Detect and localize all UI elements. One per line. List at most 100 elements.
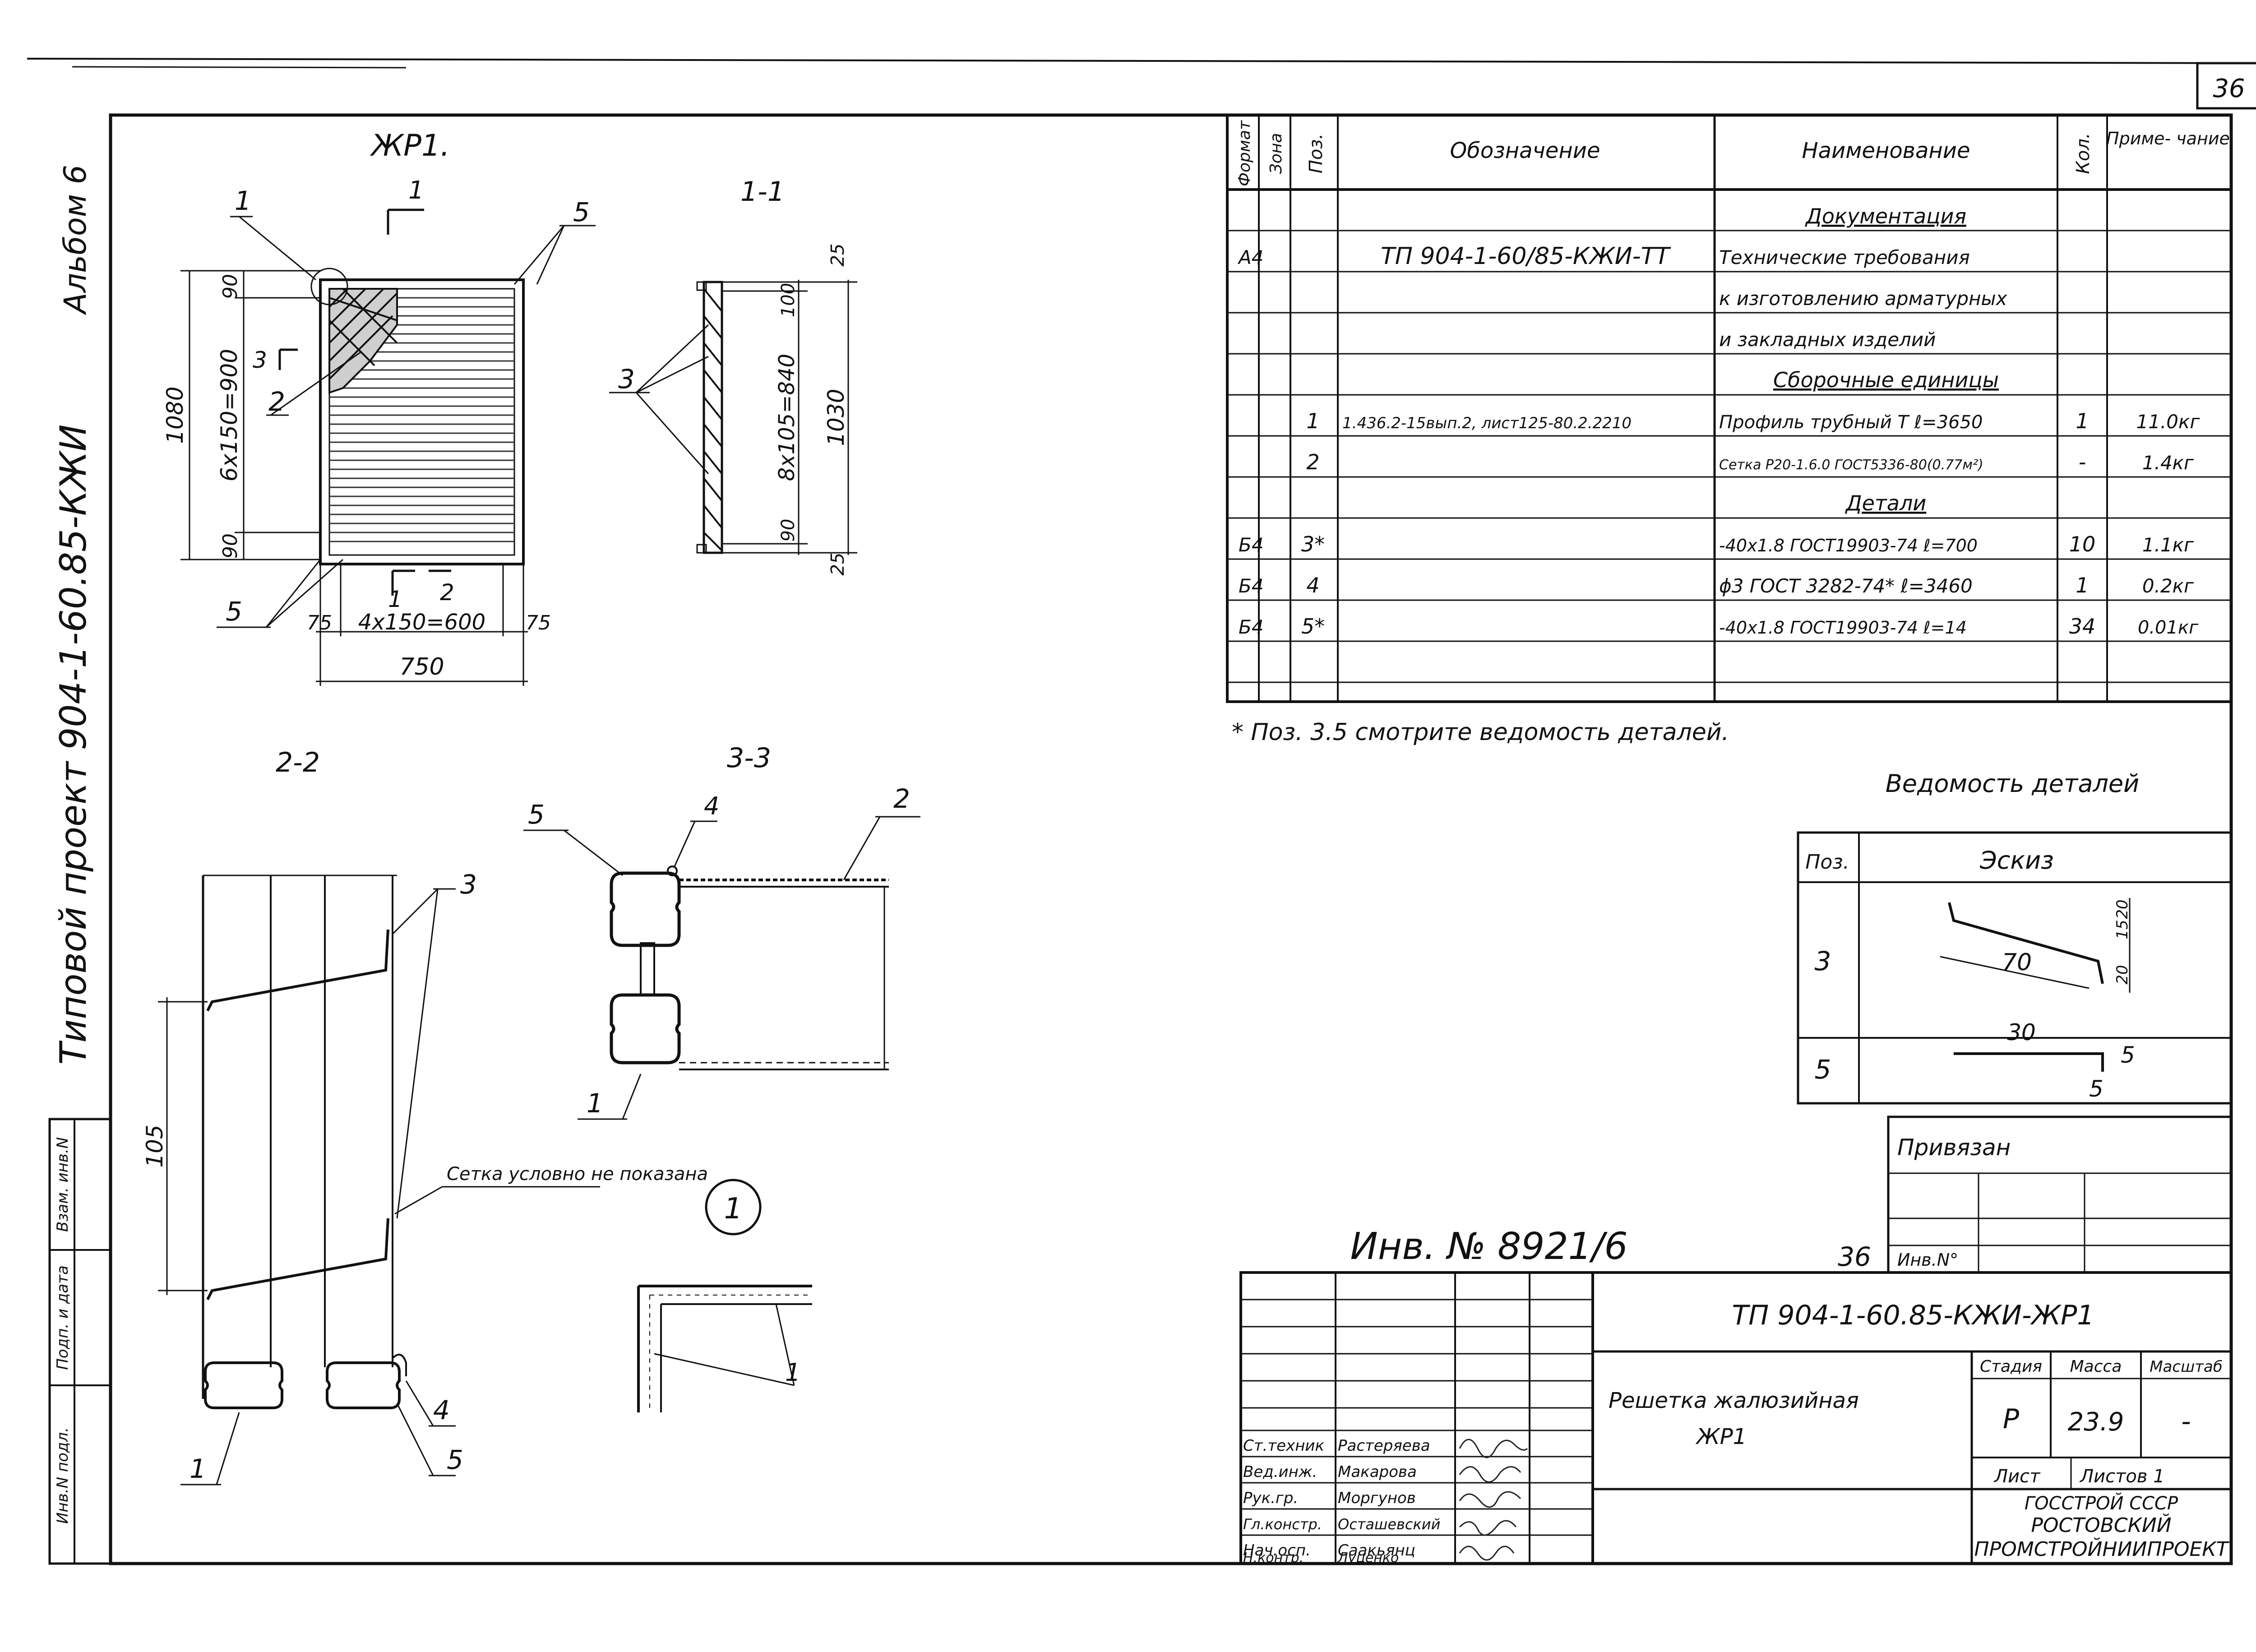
row-5-qty: 1: [2076, 409, 2089, 433]
dim-bottom-90: 90: [219, 533, 242, 559]
callout-front-5-bot: 5: [226, 596, 242, 627]
details-row-5-pos: 5: [1815, 1054, 1831, 1085]
stamp-sign-label: Подп. и дата: [54, 1265, 72, 1370]
staff-name-2: Макарова: [1338, 1463, 1417, 1481]
mesh-note: Сетка условно не показана: [447, 1164, 708, 1185]
dim-total-h: 1080: [162, 386, 188, 444]
row-6-note: 1.4кг: [2142, 452, 2194, 474]
callout-front-5-top: 5: [573, 197, 590, 227]
header-note: Приме- чание: [2106, 129, 2230, 148]
row-6-qty: -: [2079, 450, 2086, 474]
row-9-format: Б4: [1239, 575, 1264, 597]
row-7-name: Детали: [1845, 491, 1927, 515]
row-8-qty: 10: [2069, 532, 2096, 556]
mass-label: Масса: [2070, 1357, 2122, 1376]
callout-sec22-4: 4: [433, 1395, 450, 1425]
detail-1-number: 1: [724, 1192, 743, 1226]
staff-role-4: Гл.констр.: [1243, 1516, 1322, 1533]
detail-1-callout: 1: [785, 1358, 800, 1387]
row-9-note: 0.2кг: [2142, 575, 2194, 597]
row-10-name: -40x1.8 ГОСТ19903-74 ℓ=14: [1719, 618, 1967, 638]
staff-role-6: Н.контр.: [1243, 1550, 1304, 1566]
row-5-note: 11.0кг: [2136, 411, 2201, 433]
dim-grid-v: 6x150=900: [216, 349, 242, 481]
album-label: Альбом 6: [58, 165, 93, 315]
staff-name-3: Моргунов: [1338, 1489, 1416, 1507]
row-2-name: к изготовлению арматурных: [1719, 287, 2008, 310]
staff-role-1: Ст.техник: [1243, 1437, 1325, 1455]
row-6-name: Сетка Р20-1.6.0 ГОСТ5336-80(0.77м²): [1719, 457, 1983, 473]
sketch5-dim-5a: 5: [2121, 1042, 2135, 1068]
org-line-1: ГОССТРОЙ СССР: [2025, 1492, 2178, 1514]
header-qty: Кол.: [2073, 133, 2094, 174]
dim-left-75: 75: [307, 611, 332, 634]
sketch5-dim-30: 30: [2007, 1019, 2036, 1046]
side-stamp: Инв.N подл. Подп. и дата Взам. инв.N: [48, 1118, 112, 1565]
details-title: Ведомость деталей: [1886, 769, 2140, 798]
signatures: [1459, 1439, 1528, 1561]
staff-name-4: Осташевский: [1338, 1516, 1440, 1533]
callout-sec22-5: 5: [447, 1444, 463, 1475]
row-8-name: -40x1.8 ГОСТ19903-74 ℓ=700: [1719, 536, 1978, 555]
section-1-1: 1-1 3 8x105=840 1030 100 90 25 25: [609, 176, 857, 575]
section-mark-3: 3: [253, 347, 267, 373]
mass-value: 23.9: [2068, 1407, 2124, 1437]
dim-total-w: 750: [399, 653, 444, 680]
title-code: ТП 904-1-60.85-КЖИ-ЖР1: [1732, 1300, 2094, 1331]
header-format: Формат: [1235, 120, 1254, 186]
header-designation: Обозначение: [1450, 138, 1600, 163]
staff-name-1: Растеряева: [1338, 1437, 1430, 1455]
spec-footnote: * Поз. 3.5 смотрите ведомость деталей.: [1232, 719, 1729, 746]
row-1-format: А4: [1237, 246, 1263, 268]
dim-grid-h: 4x150=600: [358, 610, 485, 635]
spec-table: Формат Зона Поз. Обозначение Наименовани…: [1226, 114, 2233, 703]
paper-top-edge: [27, 58, 2256, 64]
inventory-number: Инв. № 8921/6: [1350, 1225, 1627, 1268]
item-title: ЖР1.: [370, 128, 450, 163]
staff-role-2: Вед.инж.: [1243, 1463, 1317, 1481]
project-title: Типовой проект 904-1-60.85-КЖИ: [52, 424, 94, 1064]
sheets-label: Листов 1: [2079, 1466, 2165, 1487]
org-line-3: ПРОМСТРОЙНИИПРОЕКТ: [1974, 1537, 2230, 1561]
staff-name-6: Луценко: [1337, 1550, 1399, 1566]
row-8-pos: 3*: [1301, 532, 1325, 556]
row-1-designation: ТП 904-1-60/85-КЖИ-ТТ: [1381, 243, 1671, 270]
sheet-label: Лист: [1993, 1466, 2041, 1487]
row-9-name: ϕ3 ГОСТ 3282-74* ℓ=3460: [1719, 575, 1973, 597]
details-row-3-pos: 3: [1815, 946, 1831, 976]
sketch3-dim-70: 70: [2002, 949, 2032, 976]
row-3-name: и закладных изделий: [1719, 329, 1936, 351]
stamp-replace-label: Взам. инв.N: [54, 1137, 72, 1232]
callout-front-2: 2: [268, 386, 285, 417]
detail-1: 1 1: [637, 1179, 812, 1412]
section-3-3: 3-3 5 4 2 1: [523, 742, 920, 1120]
callout-sec22-1: 1: [190, 1453, 206, 1484]
dim-right-75: 75: [526, 611, 551, 634]
dim-top-90: 90: [219, 274, 242, 299]
callout-sec22-3: 3: [460, 869, 477, 900]
stamp-inv-label: Инв.N подл.: [54, 1427, 72, 1524]
callout-sec33-5: 5: [528, 799, 545, 830]
row-1-name: Технические требования: [1719, 246, 1970, 268]
paper-top-edge-2: [72, 66, 407, 69]
staff-role-5: Нач.осп.: [1243, 1541, 1311, 1559]
callout-sec33-4: 4: [704, 792, 719, 820]
staff-role-3: Рук.гр.: [1243, 1489, 1298, 1507]
tied-inv-label: Инв.N°: [1897, 1250, 1958, 1270]
row-6-pos: 2: [1306, 450, 1319, 474]
row-10-note: 0.01кг: [2138, 617, 2199, 638]
dim-sec-bot-25: 25: [828, 553, 848, 576]
section-3-3-title: 3-3: [727, 742, 771, 774]
stage-value: Р: [2003, 1403, 2020, 1435]
section-1-1-title: 1-1: [740, 176, 785, 208]
row-0-name: Документация: [1805, 204, 1966, 228]
tied-label: Привязан: [1897, 1134, 2011, 1161]
stage-label: Стадия: [1980, 1357, 2042, 1376]
dim-sec-bot-90: 90: [778, 519, 799, 542]
row-10-format: Б4: [1239, 616, 1264, 638]
title-block: ТП 904-1-60.85-КЖИ-ЖР1 Решетка жалюзийна…: [1239, 1271, 2233, 1566]
row-8-note: 1.1кг: [2142, 534, 2194, 556]
section-mark-2: 2: [440, 579, 454, 606]
scale-value: -: [2181, 1406, 2191, 1437]
staff-name-5: Саакьянц: [1338, 1541, 1415, 1559]
